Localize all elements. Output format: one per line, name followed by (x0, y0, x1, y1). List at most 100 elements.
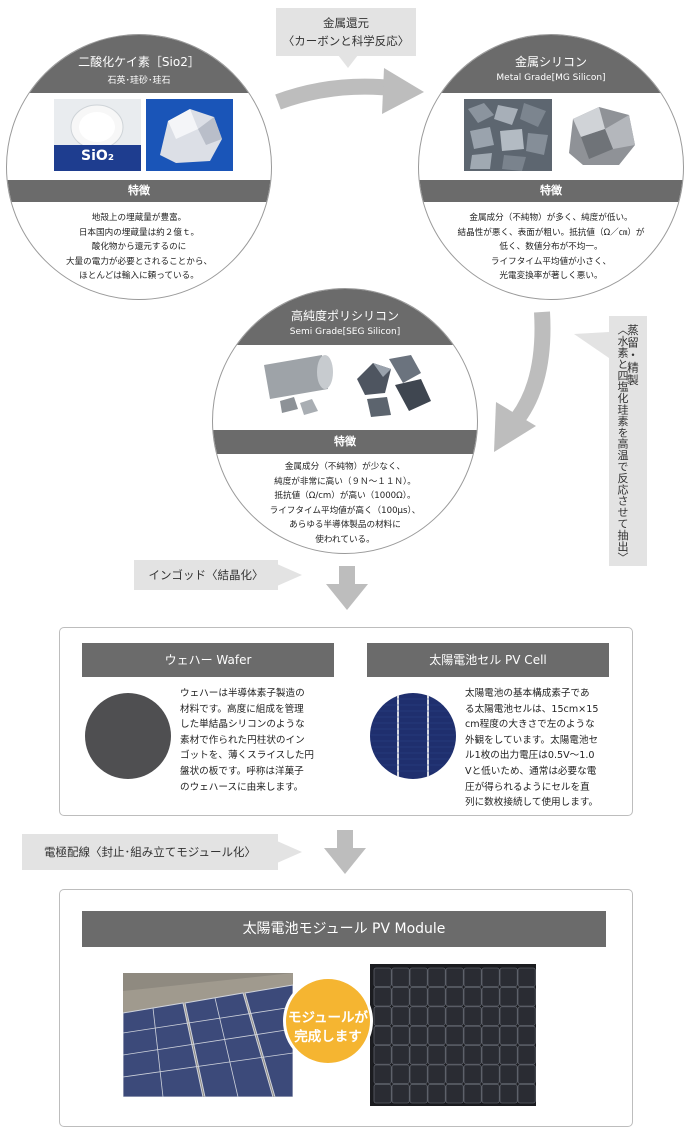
module-cell (481, 1084, 500, 1104)
module-cell (427, 1025, 446, 1046)
mg-silicon-description: 金属成分（不純物）が多く、純度が低い。 結晶性が悪く、表面が粗い。抵抗値（Ω／㎝… (419, 211, 683, 284)
silicon-lump-image (569, 107, 635, 165)
badge-line1: モジュールが (287, 1010, 369, 1026)
module-step-callout-tip (277, 841, 302, 863)
seg-silicon-circle: 高純度ポリシリコン Semi Grade[SEG Silicon] 特徴 金属成… (212, 288, 478, 554)
sio2-description: 地殻上の埋蔵量が豊富。 日本国内の埋蔵量は約２億ｔ。 酸化物から還元するのに 大… (7, 211, 271, 284)
module-cell (391, 1064, 410, 1084)
seg-silicon-feature-bar: 特徴 (213, 430, 477, 454)
seg-silicon-line: 抵抗値（Ω/cm）が高い（1000Ω）。 (274, 491, 416, 501)
module-cell (427, 1064, 446, 1084)
module-cell (409, 1006, 428, 1026)
seg-silicon-header: 高純度ポリシリコン Semi Grade[SEG Silicon] (213, 289, 477, 345)
sio2-feature-bar: 特徴 (7, 180, 271, 202)
quartz-rock-image (160, 109, 222, 163)
mg-silicon-line: 光電変換率が著しく悪い。 (499, 271, 603, 281)
module-cell (481, 987, 500, 1007)
distill-line2: 〈水素と四塩化珪素を高温で反応させて抽出〉 (616, 324, 629, 564)
wafer-line: ウェハーは半導体素子製造の (180, 688, 305, 699)
pvcell-image (370, 693, 456, 779)
module-cell (409, 1064, 428, 1084)
module-cell (499, 1064, 518, 1084)
mg-silicon-line: 金属成分（不純物）が多く、純度が低い。 (469, 213, 633, 223)
mg-silicon-feature-bar: 特徴 (419, 180, 683, 202)
seg-silicon-subtitle: Semi Grade[SEG Silicon] (289, 327, 401, 337)
wafer-line: 盤状の板です。呼称は洋菓子 (180, 765, 304, 777)
module-cell (517, 967, 536, 987)
wafer-disc-image (85, 693, 171, 779)
seg-silicon-line: 金属成分（不純物）が少なく、 (284, 462, 406, 472)
pvcell-line: る太陽電池セルは、15cm×15 (465, 703, 599, 715)
silicon-chunks-image (468, 103, 548, 171)
module-cell (481, 1064, 500, 1084)
seg-silicon-title: 高純度ポリシリコン (290, 309, 399, 323)
module-cell (499, 1045, 518, 1065)
mg-silicon-circle: 金属シリコン Metal Grade[MG Silicon] 特徴 金属成分（不… (418, 34, 684, 300)
distill-callout-tip (574, 332, 609, 358)
module-cell (445, 1064, 464, 1084)
mg-silicon-line: ライフタイム平均値が小さく、 (490, 256, 612, 267)
distill-curved-arrow (494, 311, 551, 452)
wafer-line: 材料です。高度に組成を管理 (180, 703, 304, 715)
metal-reduction-line1: 金属還元 (323, 16, 369, 30)
module-cell (445, 1006, 464, 1026)
solar-array-photo (123, 973, 293, 1097)
module-cell (427, 987, 446, 1007)
module-step-label: 電極配線〈封止･組み立てモジュール化〉 (44, 845, 256, 859)
module-cell (463, 987, 482, 1007)
wafer-line: した単結晶シリコンのような (180, 719, 305, 731)
ingot-callout-tip (277, 564, 302, 586)
sio2-line: 日本国内の埋蔵量は約２億ｔ。 (78, 227, 200, 238)
seg-silicon-line: ライフタイム平均値が高く（100μs）、 (269, 505, 421, 516)
sio2-subtitle: 石英･珪砂･珪石 (107, 76, 171, 86)
pvcell-line: 列に数枚接続して使用します。 (465, 797, 599, 809)
badge-line2: 完成します (294, 1029, 362, 1045)
module-cell (445, 1025, 464, 1046)
metal-reduction-callout: 金属還元 〈カーボンと科学反応〉 (276, 8, 416, 56)
module-cell (409, 1025, 428, 1046)
module-cell (391, 967, 410, 987)
distill-callout: 蒸留・精製 〈水素と四塩化珪素を高温で反応させて抽出〉 (609, 316, 647, 566)
seg-silicon-line: 純度が非常に高い（９Ｎ～１１Ｎ）。 (274, 476, 416, 487)
module-cell (373, 1064, 392, 1084)
module-cell (409, 1084, 428, 1104)
module-cell (499, 1006, 518, 1026)
mg-silicon-header: 金属シリコン Metal Grade[MG Silicon] (419, 35, 683, 93)
seg-silicon-photo-1 (260, 349, 346, 421)
module-title: 太陽電池モジュール PV Module (242, 921, 446, 937)
sio2-photo-label: SiO₂ (81, 148, 114, 164)
module-step-callout: 電極配線〈封止･組み立てモジュール化〉 (22, 834, 278, 870)
module-cell (427, 1084, 446, 1104)
module-cell (427, 1006, 446, 1026)
module-cell (517, 1025, 536, 1046)
module-cell (481, 1025, 500, 1046)
sio2-photo: SiO₂ (54, 99, 141, 171)
reduction-curved-arrow (275, 68, 424, 114)
module-cell (445, 1045, 464, 1065)
module-cell (373, 1084, 392, 1104)
module-cell (373, 1025, 392, 1046)
pvcell-line: Vと低いため、通常は必要な電 (465, 765, 597, 777)
polysilicon-rod-image (264, 355, 333, 415)
polysilicon-chunks-image (357, 355, 431, 417)
wafer-description: ウェハーは半導体素子製造の 材料です。高度に組成を管理 した単結晶シリコンのよう… (180, 686, 314, 795)
wafer-title-bar: ウェハー Wafer (82, 643, 334, 677)
sio2-line: ほとんどは輸入に頼っている。 (79, 271, 199, 281)
module-cell (517, 1006, 536, 1026)
pvcell-title: 太陽電池セル PV Cell (429, 653, 547, 667)
module-cell (445, 1084, 464, 1104)
module-cell (517, 987, 536, 1007)
mg-silicon-title: 金属シリコン (514, 55, 587, 69)
metal-reduction-callout-tip (338, 55, 358, 68)
seg-silicon-line: 使われている。 (315, 534, 375, 545)
pvcell-line: ル1枚の出力電圧は0.5V～1.0 (465, 750, 595, 762)
module-cell (517, 1084, 536, 1104)
module-cell (409, 987, 428, 1007)
mg-silicon-line: 結晶性が悪く、表面が粗い。抵抗値（Ω／㎝）が (457, 227, 645, 238)
sio2-line: 大量の電力が必要とされることから、 (65, 256, 213, 267)
distill-line1: 蒸留・精製 (626, 324, 640, 387)
sio2-powder-image (54, 104, 141, 171)
module-title-bar: 太陽電池モジュール PV Module (82, 911, 606, 947)
seg-silicon-description: 金属成分（不純物）が少なく、 純度が非常に高い（９Ｎ～１１Ｎ）。 抵抗値（Ω/c… (213, 460, 477, 547)
pv-module-panel-image (370, 964, 536, 1106)
